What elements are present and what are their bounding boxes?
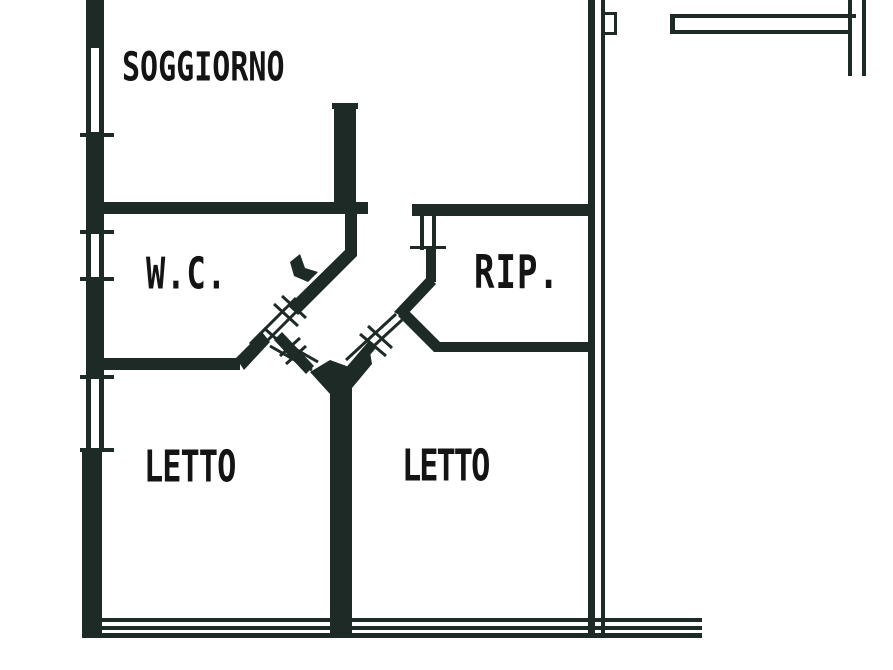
- left-window-3-frame-a: [86, 376, 91, 452]
- wall-rip-top: [412, 204, 594, 216]
- wall-stub-soggiorno: [334, 103, 356, 213]
- balcony-post-b: [862, 0, 866, 76]
- left-window-1-frame-a: [86, 48, 91, 136]
- door-leaf: [275, 336, 319, 364]
- window-tick: [80, 277, 114, 281]
- left-window-2-frame-a: [86, 232, 91, 280]
- wall-wc-diagonal-lower: [236, 332, 270, 370]
- right-wall-notch: [614, 12, 617, 34]
- door-leaf: [350, 318, 404, 368]
- wall-rip-left-frame-a: [420, 214, 424, 250]
- balcony-rail-bottom: [674, 30, 848, 34]
- room-label-letto-2: LETTO: [402, 440, 490, 492]
- central-column: [310, 352, 372, 638]
- bottom-exterior-wall: [82, 626, 702, 630]
- wall-wc-diagonal-upper: [288, 250, 357, 315]
- wall-stub-cap: [332, 103, 358, 109]
- balcony-post-a: [848, 0, 852, 76]
- window-tick: [80, 230, 114, 234]
- room-label-rip: RIP.: [474, 246, 560, 300]
- right-wall-notch: [605, 12, 617, 15]
- right-wall-notch: [605, 32, 617, 35]
- door-leaf: [256, 302, 306, 352]
- door-jamb-mark: [272, 302, 300, 328]
- bottom-exterior-wall: [82, 633, 702, 638]
- door-jamb-mark: [284, 344, 308, 366]
- wall-wc-right: [345, 210, 357, 256]
- door-tick: [410, 246, 446, 249]
- door-stop: [290, 254, 318, 282]
- left-exterior-wall-segment: [82, 450, 102, 638]
- bottom-exterior-wall: [82, 618, 702, 622]
- window-tick: [80, 375, 114, 379]
- room-label-soggiorno: SOGGIORNO: [122, 44, 285, 92]
- window-tick: [80, 448, 114, 452]
- balcony-rail-top: [670, 14, 856, 18]
- left-exterior-wall-segment: [86, 132, 104, 232]
- door-jamb-mark: [280, 294, 308, 320]
- window-tick: [80, 133, 114, 137]
- right-interior-wall-b: [601, 0, 605, 638]
- door-leaf: [269, 344, 313, 372]
- room-label-letto-1: LETTO: [144, 441, 236, 493]
- left-exterior-wall: [86, 0, 104, 48]
- wall-soggiorno-wc: [100, 202, 368, 214]
- door-leaf: [344, 312, 398, 362]
- left-window-3-frame-b: [99, 376, 104, 452]
- right-interior-wall: [588, 0, 595, 638]
- left-window-2-frame-b: [99, 232, 104, 280]
- wall-rip-left-frame-b: [432, 214, 436, 250]
- wall-rip-left-lower: [426, 246, 436, 282]
- door-leaf: [248, 296, 298, 346]
- room-label-wc: W.C.: [146, 248, 228, 300]
- wall-rip-diagonal: [394, 276, 436, 318]
- balcony-rail-end: [670, 14, 675, 34]
- left-window-1-frame-b: [99, 48, 104, 136]
- door-jamb-mark: [366, 324, 394, 350]
- wall-wc-letto: [100, 358, 240, 370]
- wall-rip-bottom: [398, 308, 594, 352]
- left-exterior-wall-segment: [86, 278, 104, 378]
